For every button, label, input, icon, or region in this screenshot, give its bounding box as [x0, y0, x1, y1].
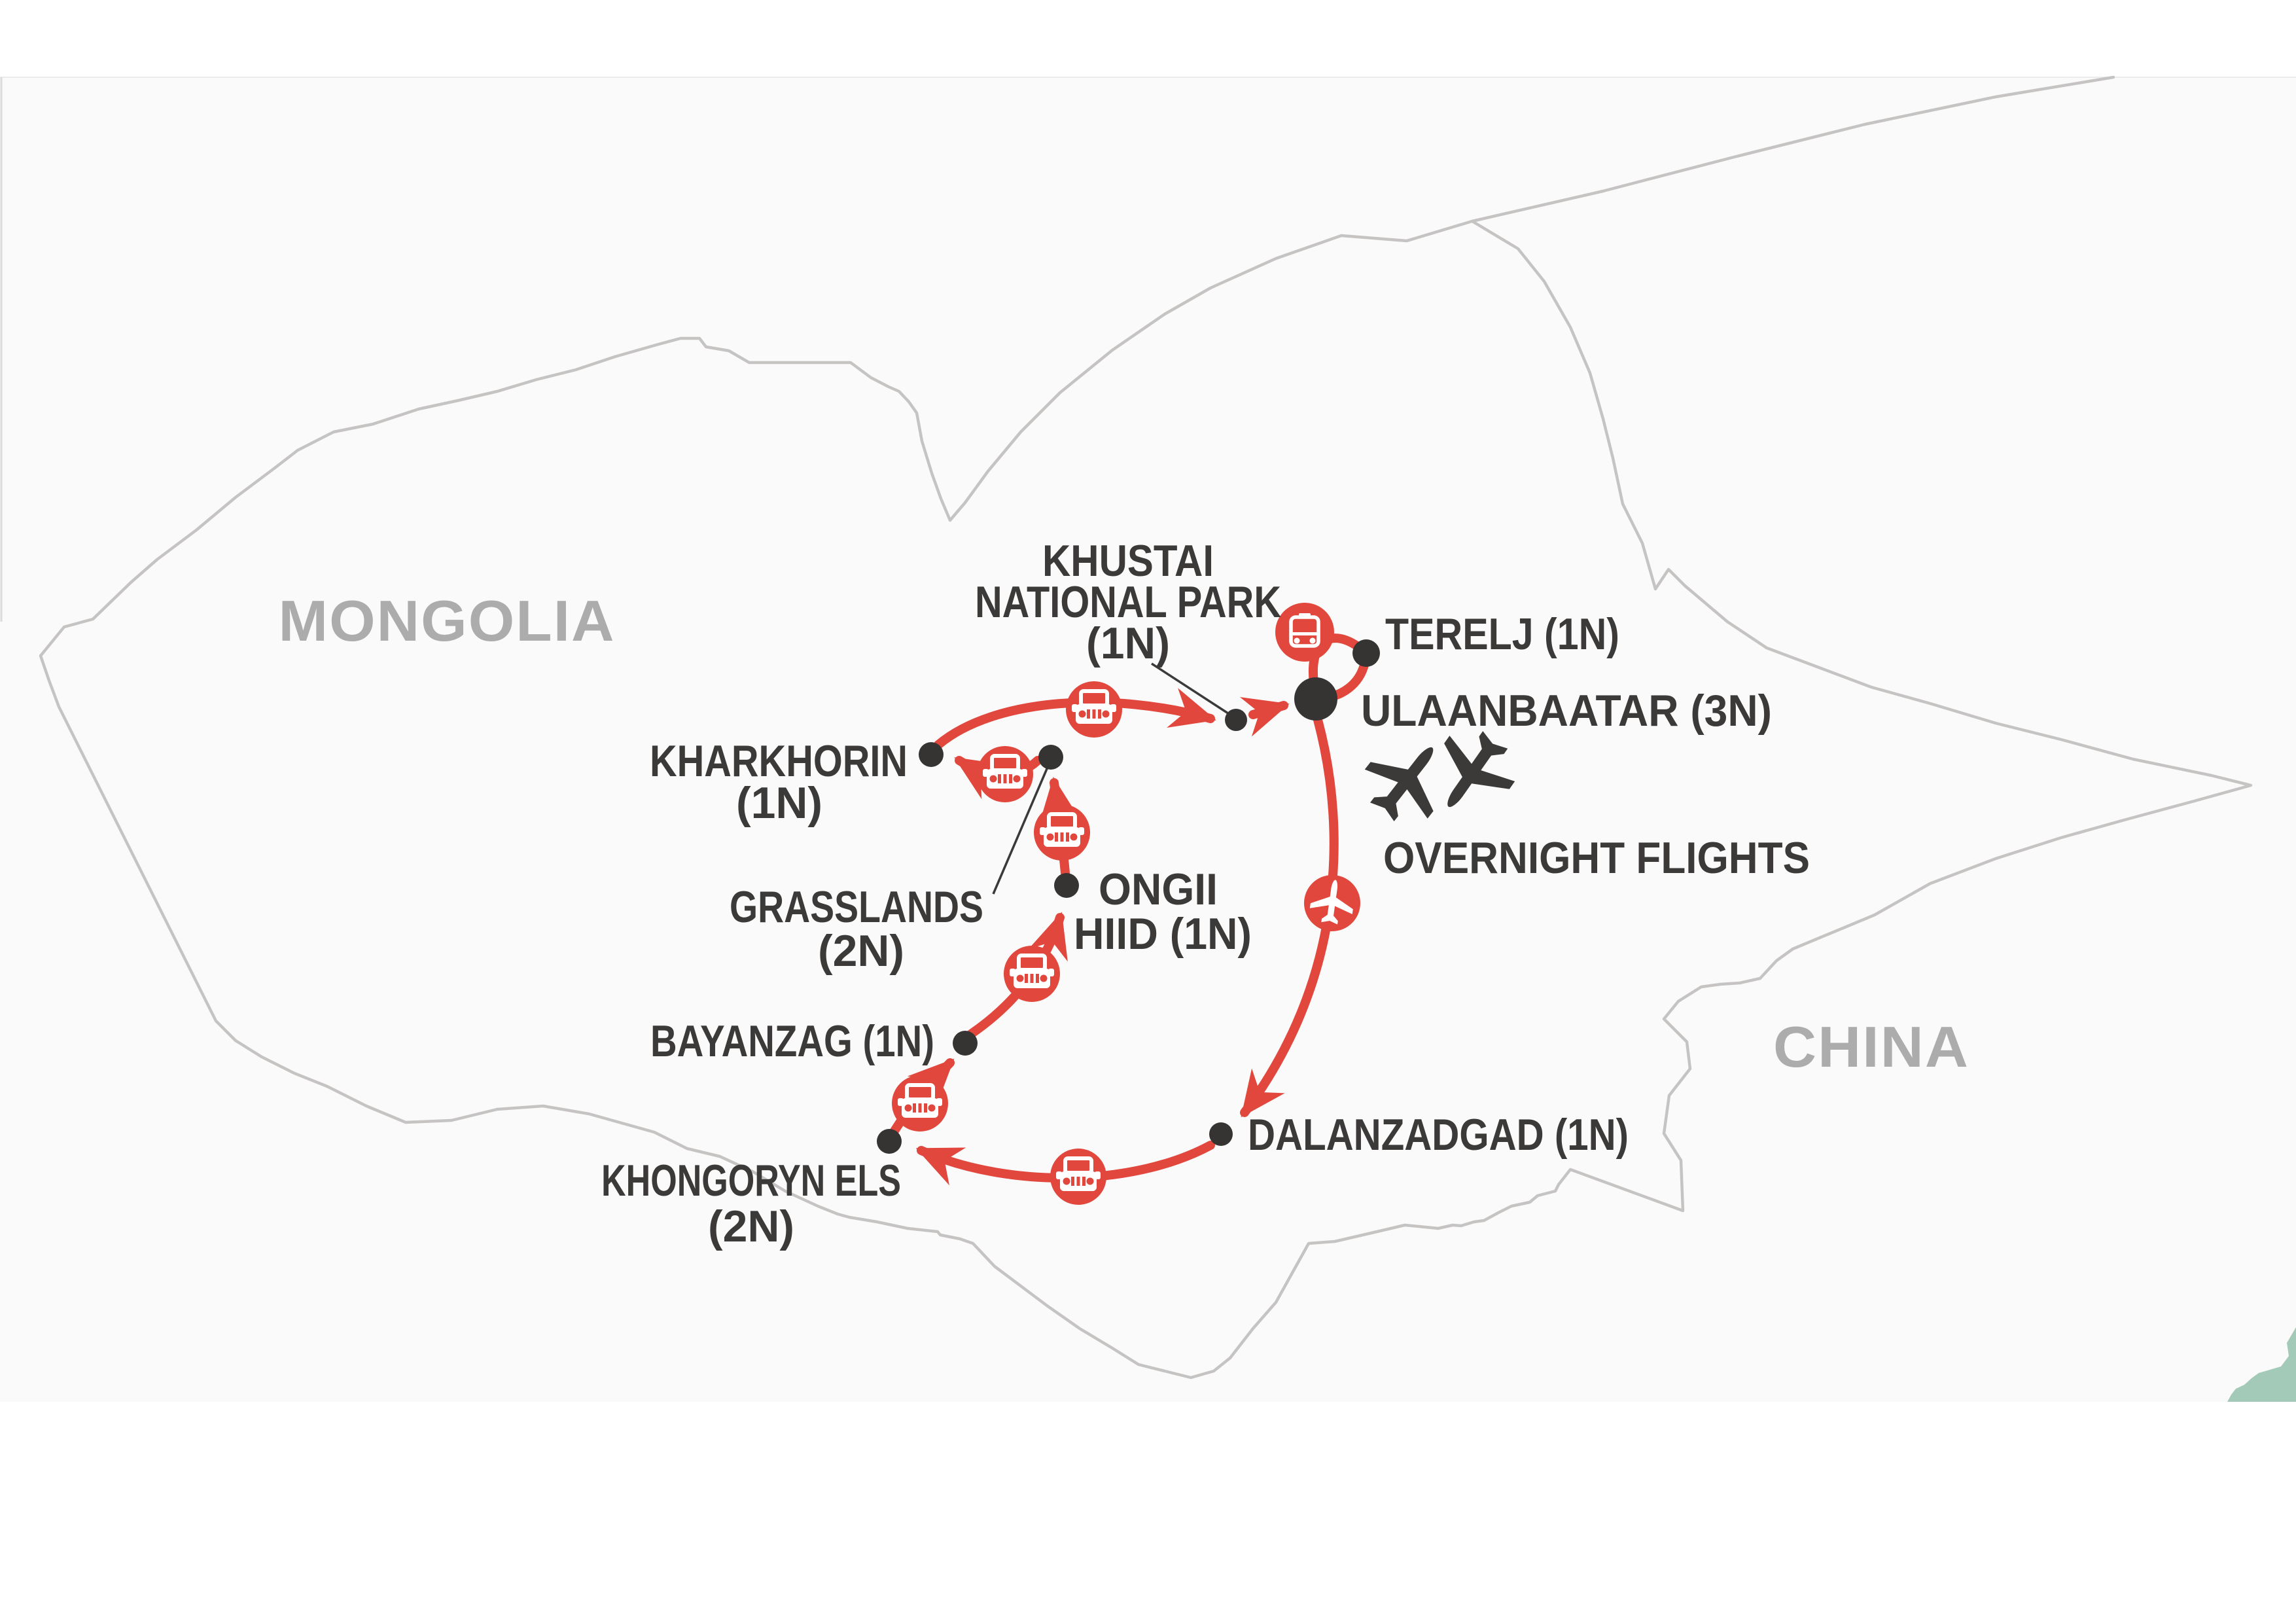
neighbor-border-line: [1470, 75, 2115, 223]
airplane-right-icon: [1444, 731, 1515, 808]
label-khustai-line2: NATIONAL PARK: [975, 577, 1281, 627]
stop-dot-kharkhorin: [919, 742, 944, 767]
route-khustai-ulaanbaatar: [1239, 697, 1290, 737]
jeep-icon: [892, 1075, 948, 1132]
jeep-icon: [1050, 1149, 1106, 1205]
label-ulaanbaatar: ULAANBAATAR (3N): [1361, 686, 1772, 736]
transport-icons: [892, 603, 1360, 1205]
label-overnight-flights: OVERNIGHT FLIGHTS: [1383, 833, 1810, 883]
corner-green-landmass: [2227, 1327, 2296, 1402]
label-bayanzag: BAYANZAG (1N): [650, 1016, 934, 1066]
jeep-icon: [1034, 804, 1090, 861]
stop-dot-khustai: [1225, 709, 1247, 731]
label-khustai-line3: (1N): [1086, 618, 1170, 668]
airplane-left-icon: [1364, 747, 1434, 821]
stop-dot-grasslands: [1038, 745, 1063, 770]
label-khongoryn-line2: (2N): [708, 1202, 794, 1251]
country-label-mongolia: MONGOLIA: [279, 588, 616, 653]
mongolia-outline: [39, 219, 2253, 1380]
bus-icon: [1275, 603, 1334, 662]
jeep-icon: [977, 746, 1033, 802]
stop-dot-khongoryn: [877, 1129, 902, 1154]
label-dalanzadgad: DALANZADGAD (1N): [1248, 1110, 1629, 1160]
stop-dot-ulaanbaatar: [1294, 677, 1337, 721]
jeep-icon: [1004, 946, 1060, 1002]
stop-dot-ongii: [1054, 873, 1079, 898]
map-labels: MONGOLIA CHINA KHUSTAI NATIONAL PARK (1N…: [279, 536, 1969, 1251]
label-ongii-line1: ONGII: [1099, 865, 1218, 914]
country-borders: [39, 75, 2253, 1380]
label-ongii-line2: HIID (1N): [1074, 909, 1252, 959]
jeep-icon: [1066, 681, 1122, 738]
stop-dot-bayanzag: [953, 1031, 978, 1056]
label-khustai-line1: KHUSTAI: [1042, 536, 1214, 586]
country-label-china: CHINA: [1773, 1014, 1969, 1079]
stop-dot-dalanzadgad: [1209, 1122, 1233, 1146]
label-khongoryn-line1: KHONGORYN ELS: [601, 1156, 901, 1205]
label-grasslands-line1: GRASSLANDS: [730, 882, 983, 932]
map-background: [0, 77, 2296, 1402]
label-terelj: TERELJ (1N): [1385, 609, 1619, 659]
label-kharkhorin-line1: KHARKHORIN: [650, 736, 908, 786]
airplanes-icon: [1364, 731, 1515, 821]
stop-dots: [877, 639, 1380, 1154]
stop-dot-terelj: [1352, 639, 1380, 667]
plane-icon: [1304, 875, 1360, 931]
label-kharkhorin-line2: (1N): [736, 778, 822, 828]
label-grasslands-line2: (2N): [818, 926, 904, 976]
route-kharkhorin-khustai: [934, 688, 1216, 749]
